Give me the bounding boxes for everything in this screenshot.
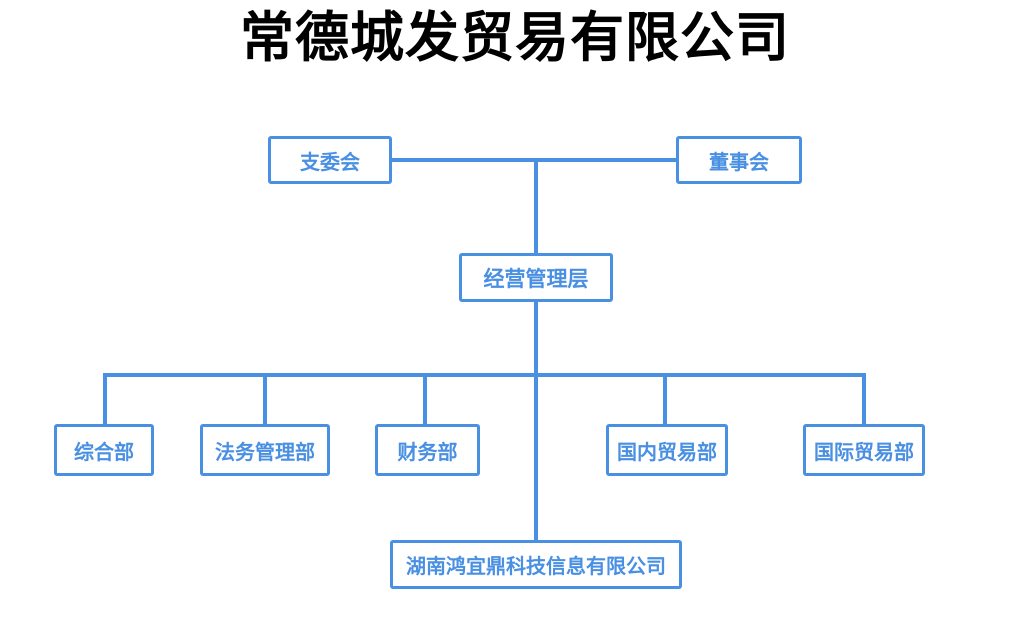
chart-title: 常德城发贸易有限公司 — [240, 8, 790, 68]
org-node-label: 董事会 — [709, 151, 769, 174]
connector-drop-domestic — [663, 377, 667, 424]
org-node-board-of-directors: 董事会 — [676, 136, 802, 184]
org-node-label: 法务管理部 — [215, 441, 315, 464]
connector-drop-intl — [862, 377, 866, 424]
org-node-general-dept: 综合部 — [54, 424, 154, 476]
org-node-international-trade-dept: 国际贸易部 — [803, 424, 925, 476]
connector-drop-general — [103, 377, 107, 424]
org-node-subsidiary: 湖南鸿宜鼎科技信息有限公司 — [390, 540, 682, 589]
connector-drop-finance — [423, 377, 427, 424]
org-node-label: 国际贸易部 — [814, 441, 914, 464]
connector-branch-horizontal — [103, 373, 866, 377]
connector-root-vertical — [534, 160, 538, 253]
org-node-label: 综合部 — [74, 441, 134, 464]
org-node-label: 财务部 — [397, 441, 458, 464]
org-node-management: 经营管理层 — [459, 253, 613, 302]
org-node-branch-committee: 支委会 — [268, 136, 392, 184]
org-node-finance-dept: 财务部 — [375, 424, 480, 476]
connector-drop-legal — [263, 377, 267, 424]
org-node-label: 支委会 — [300, 151, 360, 174]
org-node-domestic-trade-dept: 国内贸易部 — [606, 424, 728, 476]
org-node-legal-dept: 法务管理部 — [200, 424, 330, 476]
connector-trunk-vertical — [534, 302, 538, 540]
org-node-label: 湖南鸿宜鼎科技信息有限公司 — [406, 556, 666, 578]
org-node-label: 国内贸易部 — [617, 441, 717, 464]
org-node-label: 经营管理层 — [483, 267, 589, 291]
